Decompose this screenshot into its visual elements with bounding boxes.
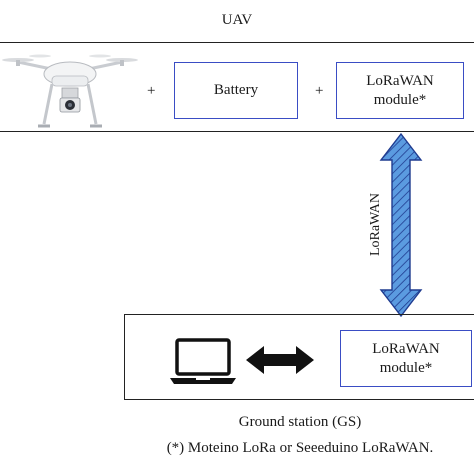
laptop-icon [170, 338, 236, 384]
double-arrow-icon [246, 346, 314, 374]
lorawan-link-arrow [379, 132, 423, 318]
uav-lorawan-module-line1: LoRaWAN [366, 72, 434, 89]
uav-panel [0, 42, 474, 132]
battery-label: Battery [213, 82, 259, 99]
plus-sign-1: + [147, 83, 156, 99]
ground-station-caption: Ground station (GS) [238, 414, 362, 430]
plus-sign-2: + [315, 83, 324, 99]
ground-station-panel [124, 314, 474, 400]
drone-icon [2, 54, 138, 128]
gs-lorawan-module-line1: LoRaWAN [372, 340, 440, 357]
gs-lorawan-module-line2: module* [379, 359, 433, 376]
uav-lorawan-module-line2: module* [373, 91, 427, 108]
gs-lorawan-module-box: LoRaWAN module* [340, 330, 472, 387]
uav-lorawan-module-box: LoRaWAN module* [336, 62, 464, 119]
lorawan-link-label: LoRaWAN [368, 193, 383, 256]
footnote: (*) Moteino LoRa or Seeeduino LoRaWAN. [166, 440, 434, 456]
uav-title: UAV [221, 12, 253, 28]
battery-box: Battery [174, 62, 298, 119]
